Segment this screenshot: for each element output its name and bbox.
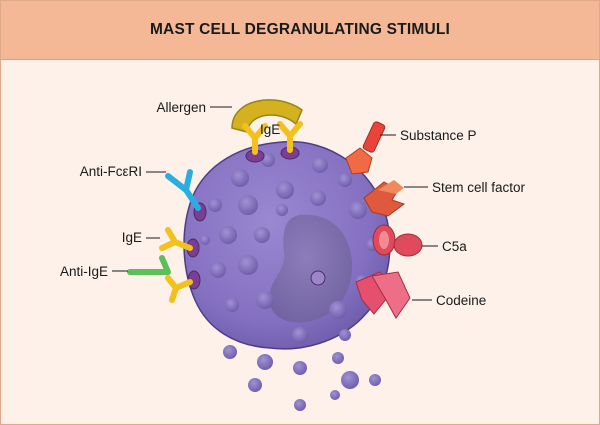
- anti-fceri-antibody: [165, 169, 201, 211]
- label-anti-ige: Anti-IgE: [60, 264, 108, 279]
- leader-lines: [112, 106, 438, 301]
- figure-header: MAST CELL DEGRANULATING STIMULI: [1, 1, 599, 60]
- nucleus: [269, 214, 353, 323]
- c5a-shape: [372, 224, 423, 257]
- allergen-shape: [231, 99, 303, 133]
- substance-p-shape: [345, 121, 386, 175]
- codeine-shape: [355, 271, 411, 319]
- label-anti-fceri: Anti-FcεRI: [80, 164, 142, 179]
- label-codeine: Codeine: [436, 293, 486, 308]
- ige-antibody-top-left: [242, 123, 268, 155]
- figure-title: MAST CELL DEGRANULATING STIMULI: [149, 21, 451, 38]
- granules: [200, 153, 378, 343]
- anti-ige-antibody: [127, 255, 171, 275]
- released-granules: [223, 345, 381, 411]
- ige-antibody-lower: [165, 275, 193, 303]
- label-c5a: C5a: [442, 239, 467, 254]
- ige-antibody-top-right: [277, 121, 303, 153]
- label-ige-left: IgE: [122, 230, 142, 245]
- label-allergen: Allergen: [156, 100, 206, 115]
- label-ige-top: IgE: [260, 122, 280, 137]
- stem-cell-factor-shape: [363, 180, 406, 217]
- label-stem-cell-factor: Stem cell factor: [432, 180, 526, 195]
- label-substance-p: Substance P: [400, 128, 477, 143]
- ige-antibody-left: [159, 227, 193, 251]
